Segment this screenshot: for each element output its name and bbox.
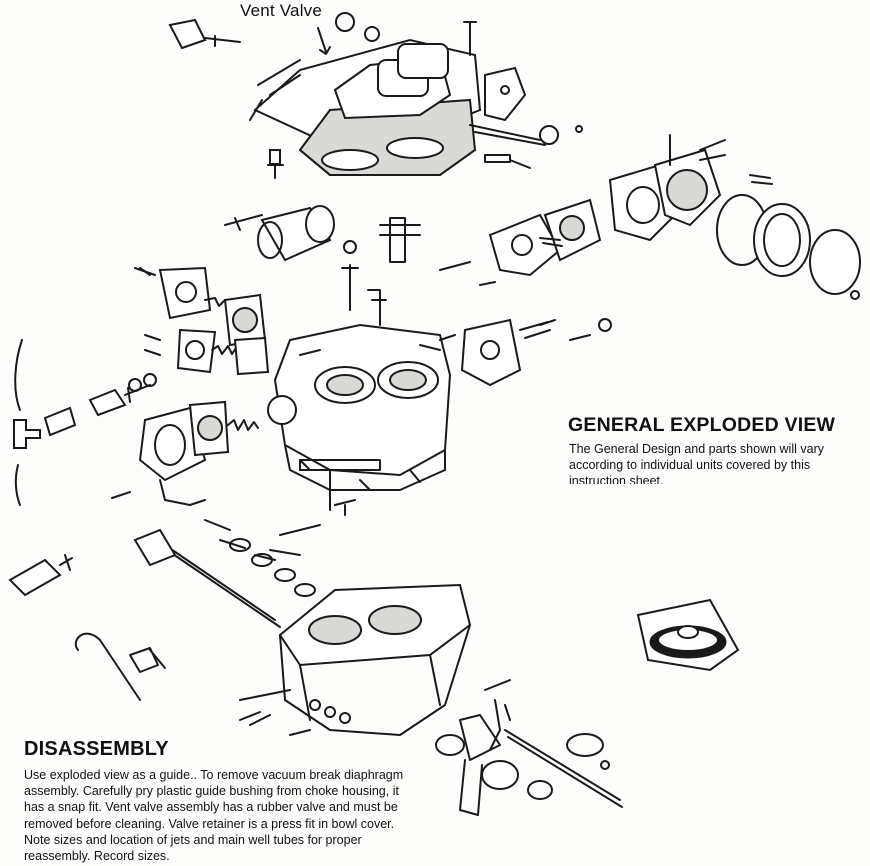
disassembly-line: Note sizes and location of jets and main… [24, 832, 362, 847]
main-body [267, 323, 452, 516]
disassembly-line: reassembly. Record sizes. [24, 849, 170, 864]
general-view-line: instruction sheet. [569, 474, 664, 485]
bowl-cover-assembly [249, 38, 583, 176]
disassembly-line: removed before cleaning. Valve retainer … [24, 816, 395, 831]
idle-solenoid [8, 554, 166, 673]
fuel-filter-canister [224, 205, 421, 326]
choke-housing-assembly [488, 134, 861, 300]
pump-cover-right [439, 318, 612, 387]
vent-valve-arrow [317, 27, 331, 55]
disassembly-line: assembly. Carefully pry plastic guide bu… [24, 784, 399, 799]
vent-valve-label: Vent Valve [240, 1, 323, 20]
throttle-body [239, 583, 472, 736]
screws [111, 261, 556, 721]
general-exploded-view-text: The General Design and parts shown will … [569, 441, 869, 484]
disassembly-text: Use exploded view as a guide.. To remove… [24, 767, 444, 864]
disassembly-line: has a snap fit. Vent valve assembly has … [24, 800, 398, 815]
vacuum-hoses [13, 339, 157, 701]
diaphragm-plates-left [138, 266, 270, 506]
top-fittings [168, 12, 477, 179]
spare-diaphragm [636, 598, 740, 672]
throttle-linkage [133, 519, 623, 816]
general-view-line: The General Design and parts shown will … [569, 442, 824, 456]
general-view-line: according to individual units covered by… [569, 458, 811, 473]
general-exploded-view-heading: GENERAL EXPLODED VIEW [568, 414, 836, 436]
disassembly-heading: DISASSEMBLY [24, 738, 169, 760]
disassembly-line: Use exploded view as a guide.. To remove… [24, 768, 404, 782]
